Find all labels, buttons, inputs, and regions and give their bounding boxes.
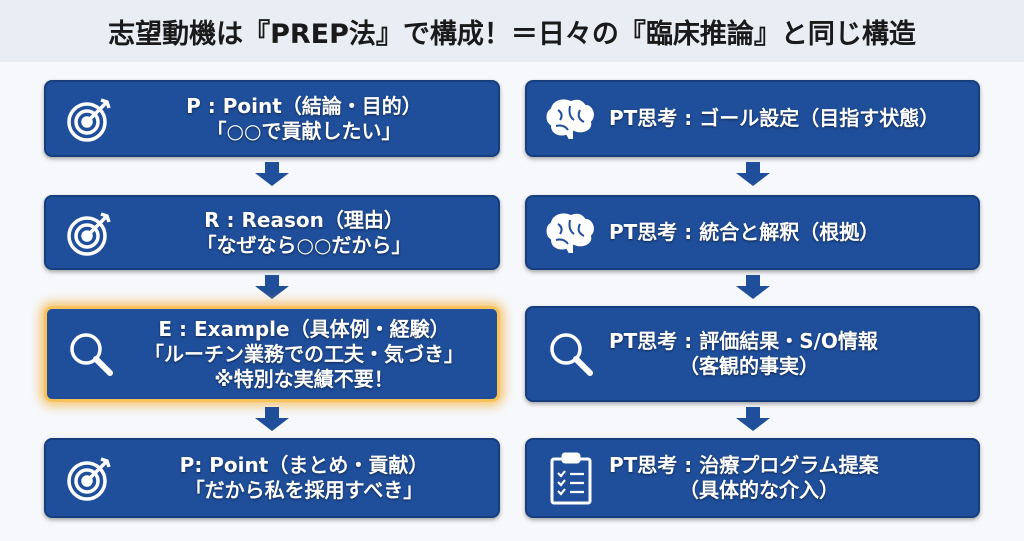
- target-icon: [60, 448, 120, 508]
- left-step-box: R : Reason（理由）「なぜなら○○だから」: [44, 195, 500, 270]
- left-step-box: P: Point（まとめ・貢献）「だから私を採用すべき」: [44, 438, 500, 518]
- step-line: 「ルーチン業務での工夫・気づき」: [144, 341, 464, 366]
- step-line: （具体的な介入）: [609, 478, 839, 502]
- step-line: PT思考 : 治療プログラム提案: [609, 453, 879, 477]
- page-title: 志望動機は『PREP法』で構成！＝日々の『臨床推論』と同じ構造: [108, 18, 916, 50]
- target-icon: [60, 203, 120, 263]
- step-line: 「○○で貢献したい」: [206, 118, 402, 143]
- right-step-box: PT思考 : 治療プログラム提案 （具体的な介入）: [525, 438, 980, 518]
- right-step-box: PT思考 : 評価結果・S/O情報 （客観的事実）: [525, 306, 980, 402]
- step-text: PT思考 : 治療プログラム提案 （具体的な介入）: [601, 453, 978, 503]
- magnifier-icon: [541, 324, 601, 384]
- step-line: ※特別な実績不要！: [214, 366, 394, 391]
- step-line: P: Point（まとめ・貢献）: [179, 453, 429, 477]
- step-line: P : Point（結論・目的）: [186, 93, 422, 118]
- step-line: 「だから私を採用すべき」: [184, 478, 424, 502]
- step-line: PT思考 : 統合と解釈（根拠）: [609, 220, 880, 244]
- step-line: E : Example（具体例・経験）: [158, 316, 450, 341]
- step-line: 「なぜなら○○だから」: [196, 232, 412, 257]
- step-line: （客観的事実）: [609, 354, 819, 378]
- target-icon: [60, 89, 120, 149]
- brain-icon: [541, 89, 601, 149]
- brain-icon: [541, 203, 601, 263]
- step-text: PT思考 : 評価結果・S/O情報 （客観的事実）: [601, 329, 978, 379]
- step-text: R : Reason（理由）「なぜなら○○だから」: [120, 208, 498, 258]
- magnifier-icon: [61, 324, 121, 384]
- left-step-box: P : Point（結論・目的）「○○で貢献したい」: [44, 80, 500, 157]
- step-text: P: Point（まとめ・貢献）「だから私を採用すべき」: [120, 453, 498, 503]
- step-line: R : Reason（理由）: [204, 207, 404, 232]
- step-line: PT思考 : ゴール設定（目指す状態）: [609, 106, 940, 130]
- step-text: PT思考 : ゴール設定（目指す状態）: [601, 106, 978, 131]
- left-step-box: E : Example（具体例・経験）「ルーチン業務での工夫・気づき」※特別な実…: [44, 306, 500, 402]
- right-step-box: PT思考 : 統合と解釈（根拠）: [525, 195, 980, 270]
- step-text: E : Example（具体例・経験）「ルーチン業務での工夫・気づき」※特別な実…: [121, 317, 497, 392]
- clipboard-icon: [541, 448, 601, 508]
- title-bar: 志望動機は『PREP法』で構成！＝日々の『臨床推論』と同じ構造: [0, 0, 1024, 62]
- right-step-box: PT思考 : ゴール設定（目指す状態）: [525, 80, 980, 157]
- step-text: PT思考 : 統合と解釈（根拠）: [601, 220, 978, 245]
- step-text: P : Point（結論・目的）「○○で貢献したい」: [120, 94, 498, 144]
- step-line: PT思考 : 評価結果・S/O情報: [609, 329, 878, 353]
